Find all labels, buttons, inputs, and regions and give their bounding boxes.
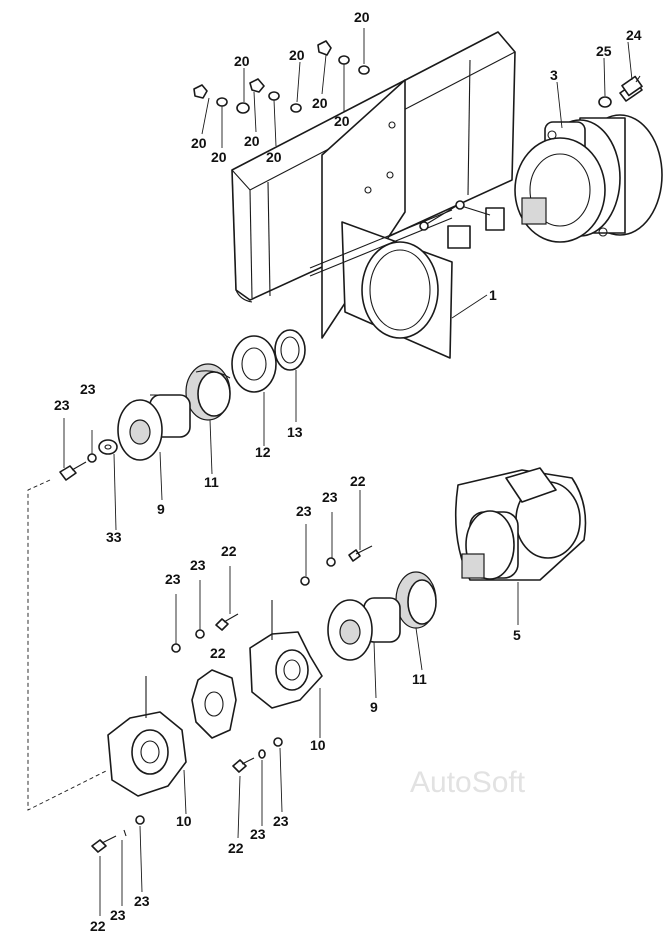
callout-23-a: 23 (80, 381, 96, 397)
callout-13: 13 (287, 424, 303, 440)
callout-20-a: 20 (354, 9, 370, 25)
nuts-20 (193, 40, 370, 114)
callout-9-lower: 9 (370, 699, 378, 715)
callout-labels: 1 3 5 9 9 10 10 11 11 12 13 20 20 20 20 … (54, 9, 642, 934)
callout-23-h: 23 (273, 813, 289, 829)
watermark-text: AutoSoft (410, 766, 526, 799)
callout-20-h: 20 (211, 149, 227, 165)
assembly-dash-line (27, 479, 109, 811)
washer-33 (98, 439, 118, 455)
hydraulic-motor-upper (514, 114, 663, 243)
callout-20-b: 20 (289, 47, 305, 63)
seal-12 (231, 335, 277, 393)
coupling-flange-10-right (249, 600, 323, 709)
coupling-flange-10-left (107, 676, 187, 797)
callout-22-e: 22 (90, 918, 106, 934)
leader-lines (63, 28, 633, 916)
callout-10-right: 10 (310, 737, 326, 753)
callout-23-c: 23 (322, 489, 338, 505)
callout-24: 24 (626, 27, 642, 43)
callout-20-e: 20 (334, 113, 350, 129)
callout-11-upper: 11 (204, 474, 219, 490)
callout-22-a: 22 (350, 473, 366, 489)
callout-23-b: 23 (54, 397, 70, 413)
washers-23-lower (123, 557, 336, 837)
callout-10-left: 10 (176, 813, 192, 829)
callout-33: 33 (106, 529, 122, 545)
bolt-22-d (91, 835, 117, 853)
callout-22-d: 22 (228, 840, 244, 856)
washer-25 (598, 96, 612, 108)
callout-20-i: 20 (266, 149, 282, 165)
washer-23-upper (87, 453, 97, 463)
bolt-22-a (348, 545, 373, 562)
callout-5: 5 (513, 627, 521, 643)
coupling-9-upper (117, 394, 191, 461)
callout-22-b: 22 (221, 543, 237, 559)
bolt-22-c (232, 757, 255, 773)
callout-23-e: 23 (190, 557, 206, 573)
spider-plate-22 (191, 669, 237, 739)
callout-3: 3 (550, 67, 558, 83)
callout-23-i: 23 (134, 893, 150, 909)
callout-9-upper: 9 (157, 501, 165, 517)
hydraulic-pump-lower (454, 467, 587, 581)
mounting-bracket (309, 79, 453, 359)
callout-25: 25 (596, 43, 612, 59)
callout-12: 12 (255, 444, 271, 460)
bearing-11-upper (185, 363, 231, 421)
ring-13 (274, 329, 306, 371)
callout-23-f: 23 (165, 571, 181, 587)
bolt-23-upper (59, 461, 87, 481)
callout-20-d: 20 (312, 95, 328, 111)
callout-23-j: 23 (110, 907, 126, 923)
coupling-9-lower (327, 597, 401, 661)
bolt-24 (619, 75, 643, 102)
callout-23-g: 23 (250, 826, 266, 842)
callout-23-d: 23 (296, 503, 312, 519)
callout-22-c: 22 (210, 645, 226, 661)
bolt-22-b (215, 613, 239, 631)
callout-20-g: 20 (244, 133, 260, 149)
bearing-11-lower (395, 571, 437, 629)
callout-20-f: 20 (191, 135, 207, 151)
callout-11-lower: 11 (412, 671, 427, 687)
callout-20-c: 20 (234, 53, 250, 69)
sensor-bracket (419, 200, 505, 249)
callout-1: 1 (489, 287, 497, 303)
